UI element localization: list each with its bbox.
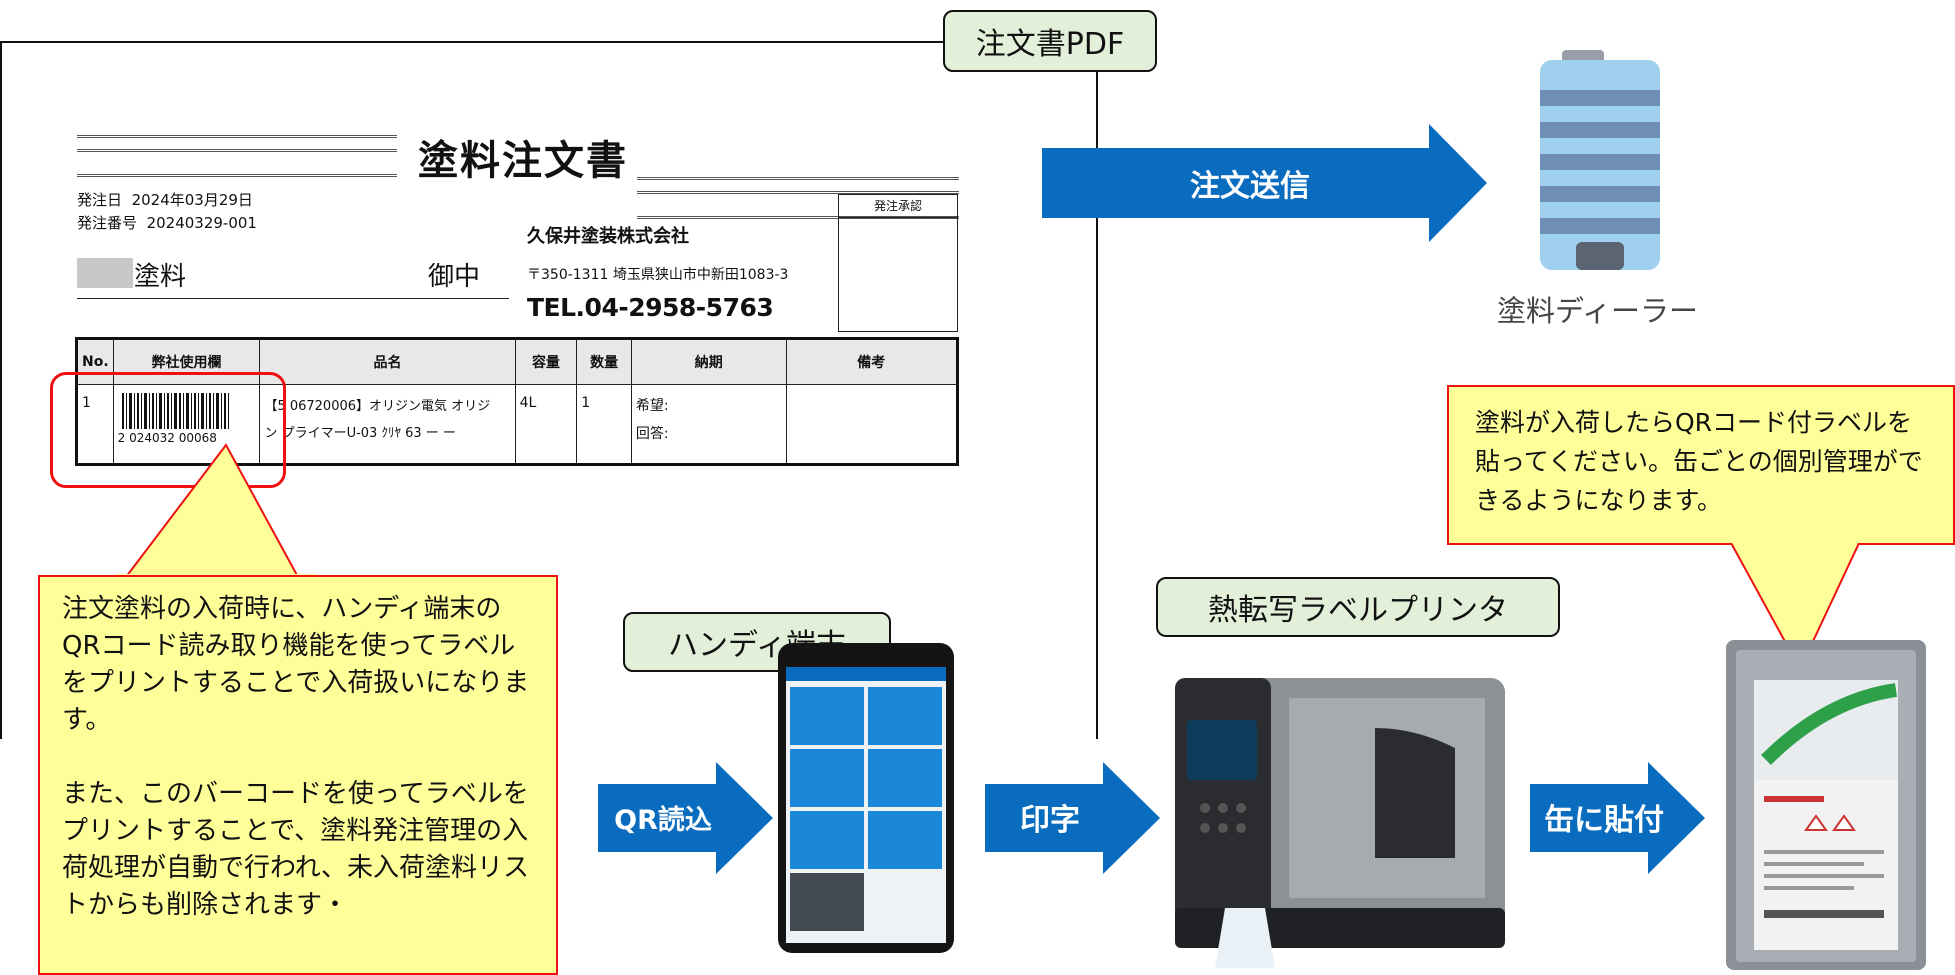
col-quantity: 数量: [576, 338, 632, 385]
callout-right: 塗料が入荷したらQRコード付ラベルを貼ってください。缶ごとの個別管理ができるよう…: [1447, 385, 1955, 545]
printer-tag: 熱転写ラベルプリンタ: [1156, 577, 1560, 637]
delivery-requested: 希望:: [635, 398, 669, 414]
handy-screen-header: [786, 667, 946, 681]
order-date-label: 発注日: [77, 191, 123, 209]
order-number-value: 20240329-001: [146, 214, 257, 232]
col-item: 品名: [259, 338, 516, 385]
company-address: 〒350-1311 埼玉県狭山市中新田1083-3: [527, 267, 789, 283]
callout-left-pointer: [116, 443, 316, 578]
print-arrow: [985, 762, 1160, 874]
handy-tile-6[interactable]: [868, 811, 942, 869]
handy-tile-5[interactable]: [790, 811, 864, 869]
order-date: 発注日 2024年03月29日: [77, 189, 253, 210]
recipient-underline: [77, 298, 509, 299]
company-name: 久保井塗装株式会社: [527, 226, 689, 247]
recipient-honorific: 御中: [428, 262, 481, 292]
order-date-value: 2024年03月29日: [131, 191, 253, 209]
handy-tile-1[interactable]: [790, 687, 864, 745]
pdf-frame: [0, 41, 1098, 739]
handy-tile-4[interactable]: [868, 749, 942, 807]
col-capacity: 容量: [514, 338, 578, 385]
handy-device: [778, 643, 954, 953]
attach-label: 缶に貼付: [1544, 803, 1664, 838]
handy-tile-3[interactable]: [790, 749, 864, 807]
cell-no: 1: [76, 384, 114, 465]
callout-left-text-2: また、このバーコードを使ってラベルをプリントすることで、塗料発注管理の入荷処理が…: [62, 779, 529, 920]
recipient-name: 塗料: [134, 262, 187, 292]
order-number-label: 発注番号: [77, 214, 138, 232]
order-table: No. 弊社使用欄 品名 容量 数量 納期 備考 1: [75, 337, 959, 466]
cell-barcode: 2 024032 00068: [112, 384, 261, 465]
handy-tile-2[interactable]: [868, 687, 942, 745]
callout-left-text-1: 注文塗料の入荷時に、ハンディ端末のQRコード読み取り機能を使ってラベルをプリント…: [62, 594, 530, 735]
handy-screen: [786, 667, 946, 943]
barcode-icon: [121, 393, 229, 429]
col-delivery: 納期: [630, 338, 787, 385]
barcode-text: 2 024032 00068: [117, 431, 217, 445]
print-label: 印字: [1020, 803, 1080, 838]
recipient-redaction: [77, 258, 133, 288]
cell-capacity: 4L: [514, 384, 578, 465]
col-internal: 弊社使用欄: [112, 338, 261, 385]
pdf-tag: 注文書PDF: [943, 10, 1157, 72]
barcode-highlight: [50, 372, 286, 488]
callout-left: 注文塗料の入荷時に、ハンディ端末のQRコード読み取り機能を使ってラベルをプリント…: [38, 575, 558, 975]
cell-remarks: [785, 384, 959, 465]
cell-quantity: 1: [576, 384, 632, 465]
dealer-label: 塗料ディーラー: [1497, 294, 1698, 328]
company-tel: TEL.04-2958-5763: [527, 293, 774, 322]
approval-label: 発注承認: [839, 195, 957, 218]
order-send-label: 注文送信: [1190, 169, 1310, 204]
paint-can-icon: [1726, 640, 1926, 970]
table-header-row: No. 弊社使用欄 品名 容量 数量 納期 備考: [76, 338, 959, 385]
approval-box: 発注承認: [838, 194, 958, 332]
qr-read-label: QR読込: [614, 804, 712, 836]
dealer-building-icon: [1540, 50, 1660, 270]
item-line-2: ン プライマーU-03 ｸﾘﾔ 63 ー ー: [264, 426, 456, 441]
qr-read-arrow: [598, 762, 773, 874]
col-no: No.: [76, 338, 114, 385]
cell-delivery: 希望: 回答:: [630, 384, 787, 465]
attach-arrow: [1530, 762, 1705, 874]
col-remarks: 備考: [785, 338, 959, 385]
item-line-1: 【5 06720006】オリジン電気 オリジ: [264, 399, 491, 414]
table-row: 1 2 024032 00068 【5 06720006】オリ: [76, 384, 959, 465]
handy-tile-7[interactable]: [790, 873, 864, 931]
title-rule-left: [77, 135, 397, 177]
order-number: 発注番号 20240329-001: [77, 212, 257, 233]
delivery-answered: 回答:: [635, 426, 669, 442]
document-title: 塗料注文書: [418, 138, 628, 184]
order-send-arrow: [1042, 124, 1487, 242]
cell-item: 【5 06720006】オリジン電気 オリジ ン プライマーU-03 ｸﾘﾔ 6…: [259, 384, 516, 465]
callout-right-pointer: [1724, 541, 1868, 671]
title-rule-right: [637, 177, 959, 219]
label-printer-icon: [1175, 678, 1505, 968]
